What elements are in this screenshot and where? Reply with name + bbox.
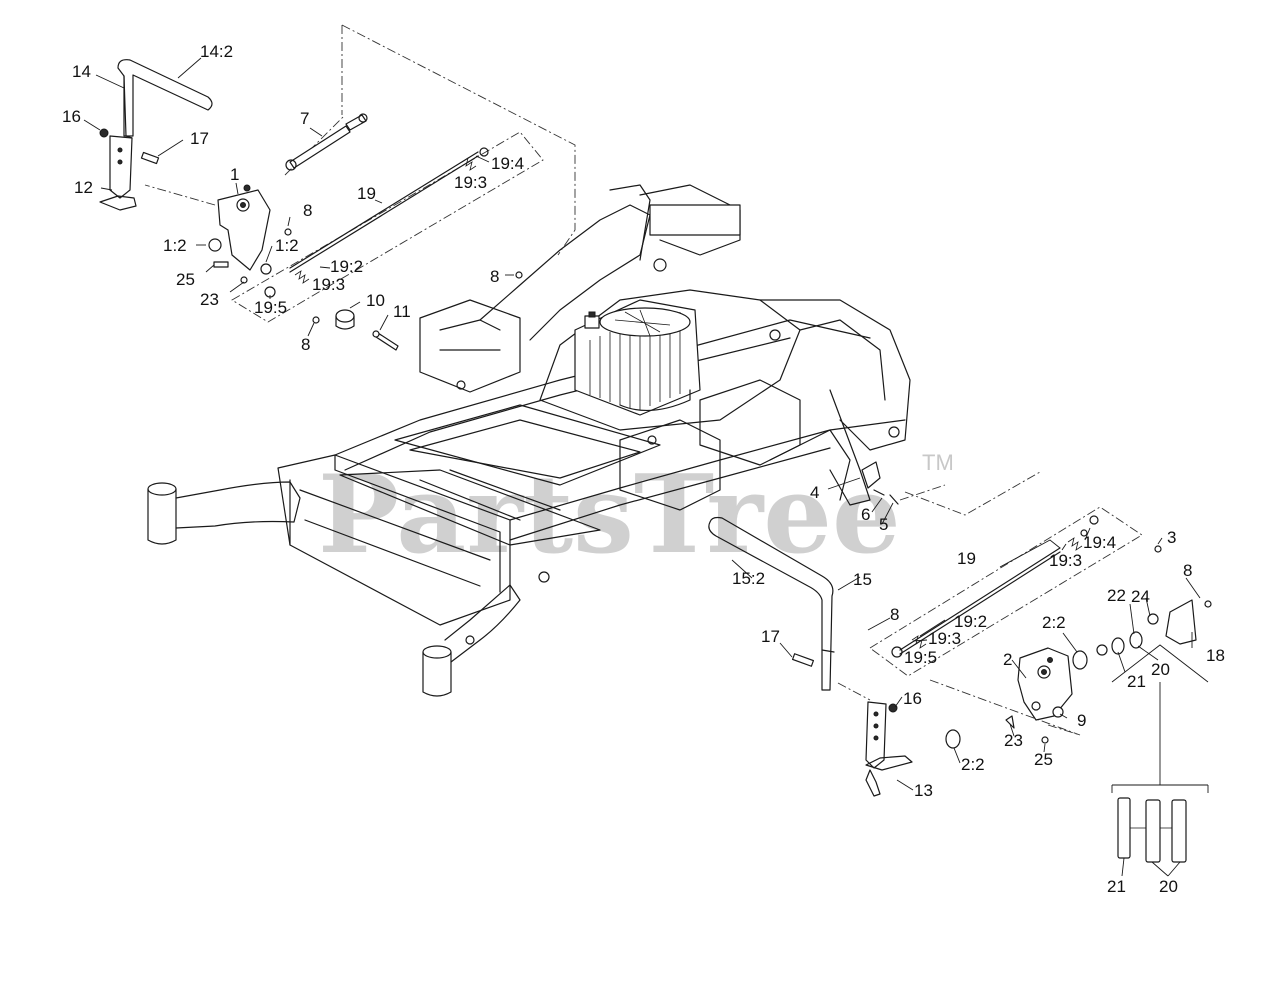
pivot-hardware-right [945, 613, 1159, 749]
control-rod-left [264, 147, 489, 324]
callout-14: 14 [72, 62, 91, 81]
callout-7: 7 [300, 109, 309, 128]
callout-13: 13 [914, 781, 933, 800]
callout-23: 23 [1004, 731, 1023, 750]
callout-2: 2 [1003, 650, 1012, 669]
callout-17: 17 [761, 627, 780, 646]
callout-11: 11 [393, 302, 411, 321]
boundary-right-lines [837, 471, 1081, 736]
callout-9: 9 [1077, 711, 1086, 730]
callout-8: 8 [490, 267, 499, 286]
callout-labels: 14:2 14 16 17 12 7 1 19 19:3 19:4 8 1:2 … [62, 42, 1225, 896]
callout-12: 12 [74, 178, 93, 197]
callout-19: 19 [357, 184, 376, 203]
callout-19: 19 [957, 549, 976, 568]
watermark-trademark: TM [922, 450, 954, 475]
callout-8: 8 [1183, 561, 1192, 580]
callout-8: 8 [303, 201, 312, 220]
callout-6: 6 [861, 505, 870, 524]
callout-8: 8 [301, 335, 310, 354]
callout-21: 21 [1127, 672, 1146, 691]
callout-8: 8 [890, 605, 899, 624]
callout-19-3: 19:3 [928, 629, 961, 648]
rod-19-right [891, 515, 1162, 658]
callout-18: 18 [1206, 646, 1225, 665]
cover-18 [1165, 599, 1212, 645]
callout-1: 1 [230, 165, 239, 184]
main-frame [147, 184, 911, 697]
engine [574, 299, 701, 416]
callout-19-3: 19:3 [454, 173, 487, 192]
callout-10: 10 [366, 291, 385, 310]
callout-5: 5 [879, 515, 888, 534]
callout-19-4: 19:4 [491, 154, 524, 173]
callout-19-5: 19:5 [254, 298, 287, 317]
leader-lines [83, 57, 1201, 877]
callout-19-2: 19:2 [954, 612, 987, 631]
callout-21: 21 [1107, 877, 1126, 896]
callout-19-2: 19:2 [330, 257, 363, 276]
callout-19-3: 19:3 [1049, 551, 1082, 570]
callout-25: 25 [176, 270, 195, 289]
damper-left [285, 113, 368, 171]
callout-3: 3 [1167, 528, 1176, 547]
watermark: PartsTree [318, 452, 901, 578]
callout-2-2: 2:2 [961, 755, 985, 774]
lap-bar-left [117, 59, 213, 139]
bolt-11 [372, 330, 399, 351]
boundary-left-box [231, 131, 544, 323]
lap-bar-right [708, 516, 835, 691]
callout-20: 20 [1159, 877, 1178, 896]
boundary-right-arm [899, 484, 946, 501]
control-bracket-right [1017, 647, 1073, 721]
callout-19-3: 19:3 [312, 275, 345, 294]
callout-15: 15 [853, 570, 872, 589]
callout-14-2: 14:2 [200, 42, 233, 61]
callout-25: 25 [1034, 750, 1053, 769]
callout-23: 23 [200, 290, 219, 309]
callout-15-2: 15:2 [732, 569, 765, 588]
callout-16: 16 [62, 107, 81, 126]
callout-19-4: 19:4 [1083, 533, 1116, 552]
control-bracket-left [208, 184, 292, 284]
washer-detail-box [1111, 644, 1209, 863]
callout-1-2: 1:2 [163, 236, 187, 255]
bushing-10 [335, 309, 355, 330]
control-arm-left [99, 128, 160, 211]
control-arm-right [791, 653, 913, 797]
callout-4: 4 [810, 483, 819, 502]
callout-22: 22 [1107, 586, 1126, 605]
callout-16: 16 [903, 689, 922, 708]
callout-17: 17 [190, 129, 209, 148]
callout-1-2: 1:2 [275, 236, 299, 255]
callout-19-5: 19:5 [904, 648, 937, 667]
callout-20: 20 [1151, 660, 1170, 679]
bracket-4 [861, 461, 899, 505]
callout-24: 24 [1131, 587, 1150, 606]
callout-2-2: 2:2 [1042, 613, 1066, 632]
